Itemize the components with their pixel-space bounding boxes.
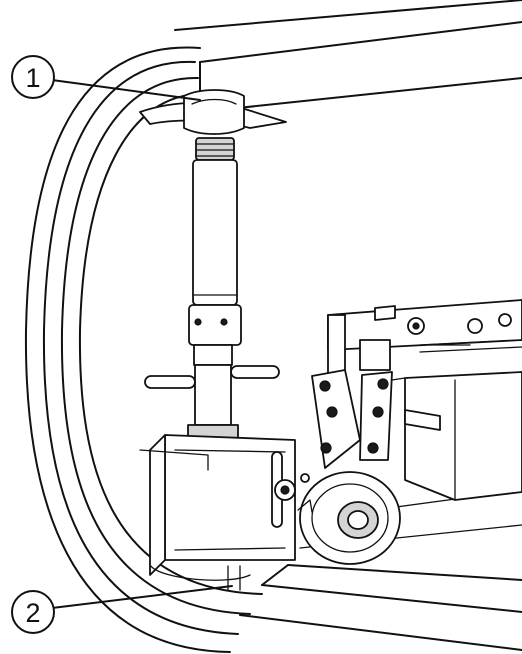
crawler-wheel bbox=[297, 471, 401, 565]
callout-2: 2 bbox=[11, 585, 233, 634]
jack-column bbox=[144, 137, 280, 440]
top-support-shoe bbox=[139, 89, 287, 135]
callout-1-circle bbox=[11, 55, 55, 99]
callout-2-label: 2 bbox=[25, 598, 40, 628]
pipe-shell bbox=[174, 0, 522, 651]
callout-1-label: 1 bbox=[25, 63, 40, 93]
callout-1: 1 bbox=[11, 55, 201, 101]
bottom-bracket bbox=[139, 434, 296, 591]
callout-2-circle bbox=[11, 590, 55, 634]
crawler-body bbox=[311, 299, 522, 501]
